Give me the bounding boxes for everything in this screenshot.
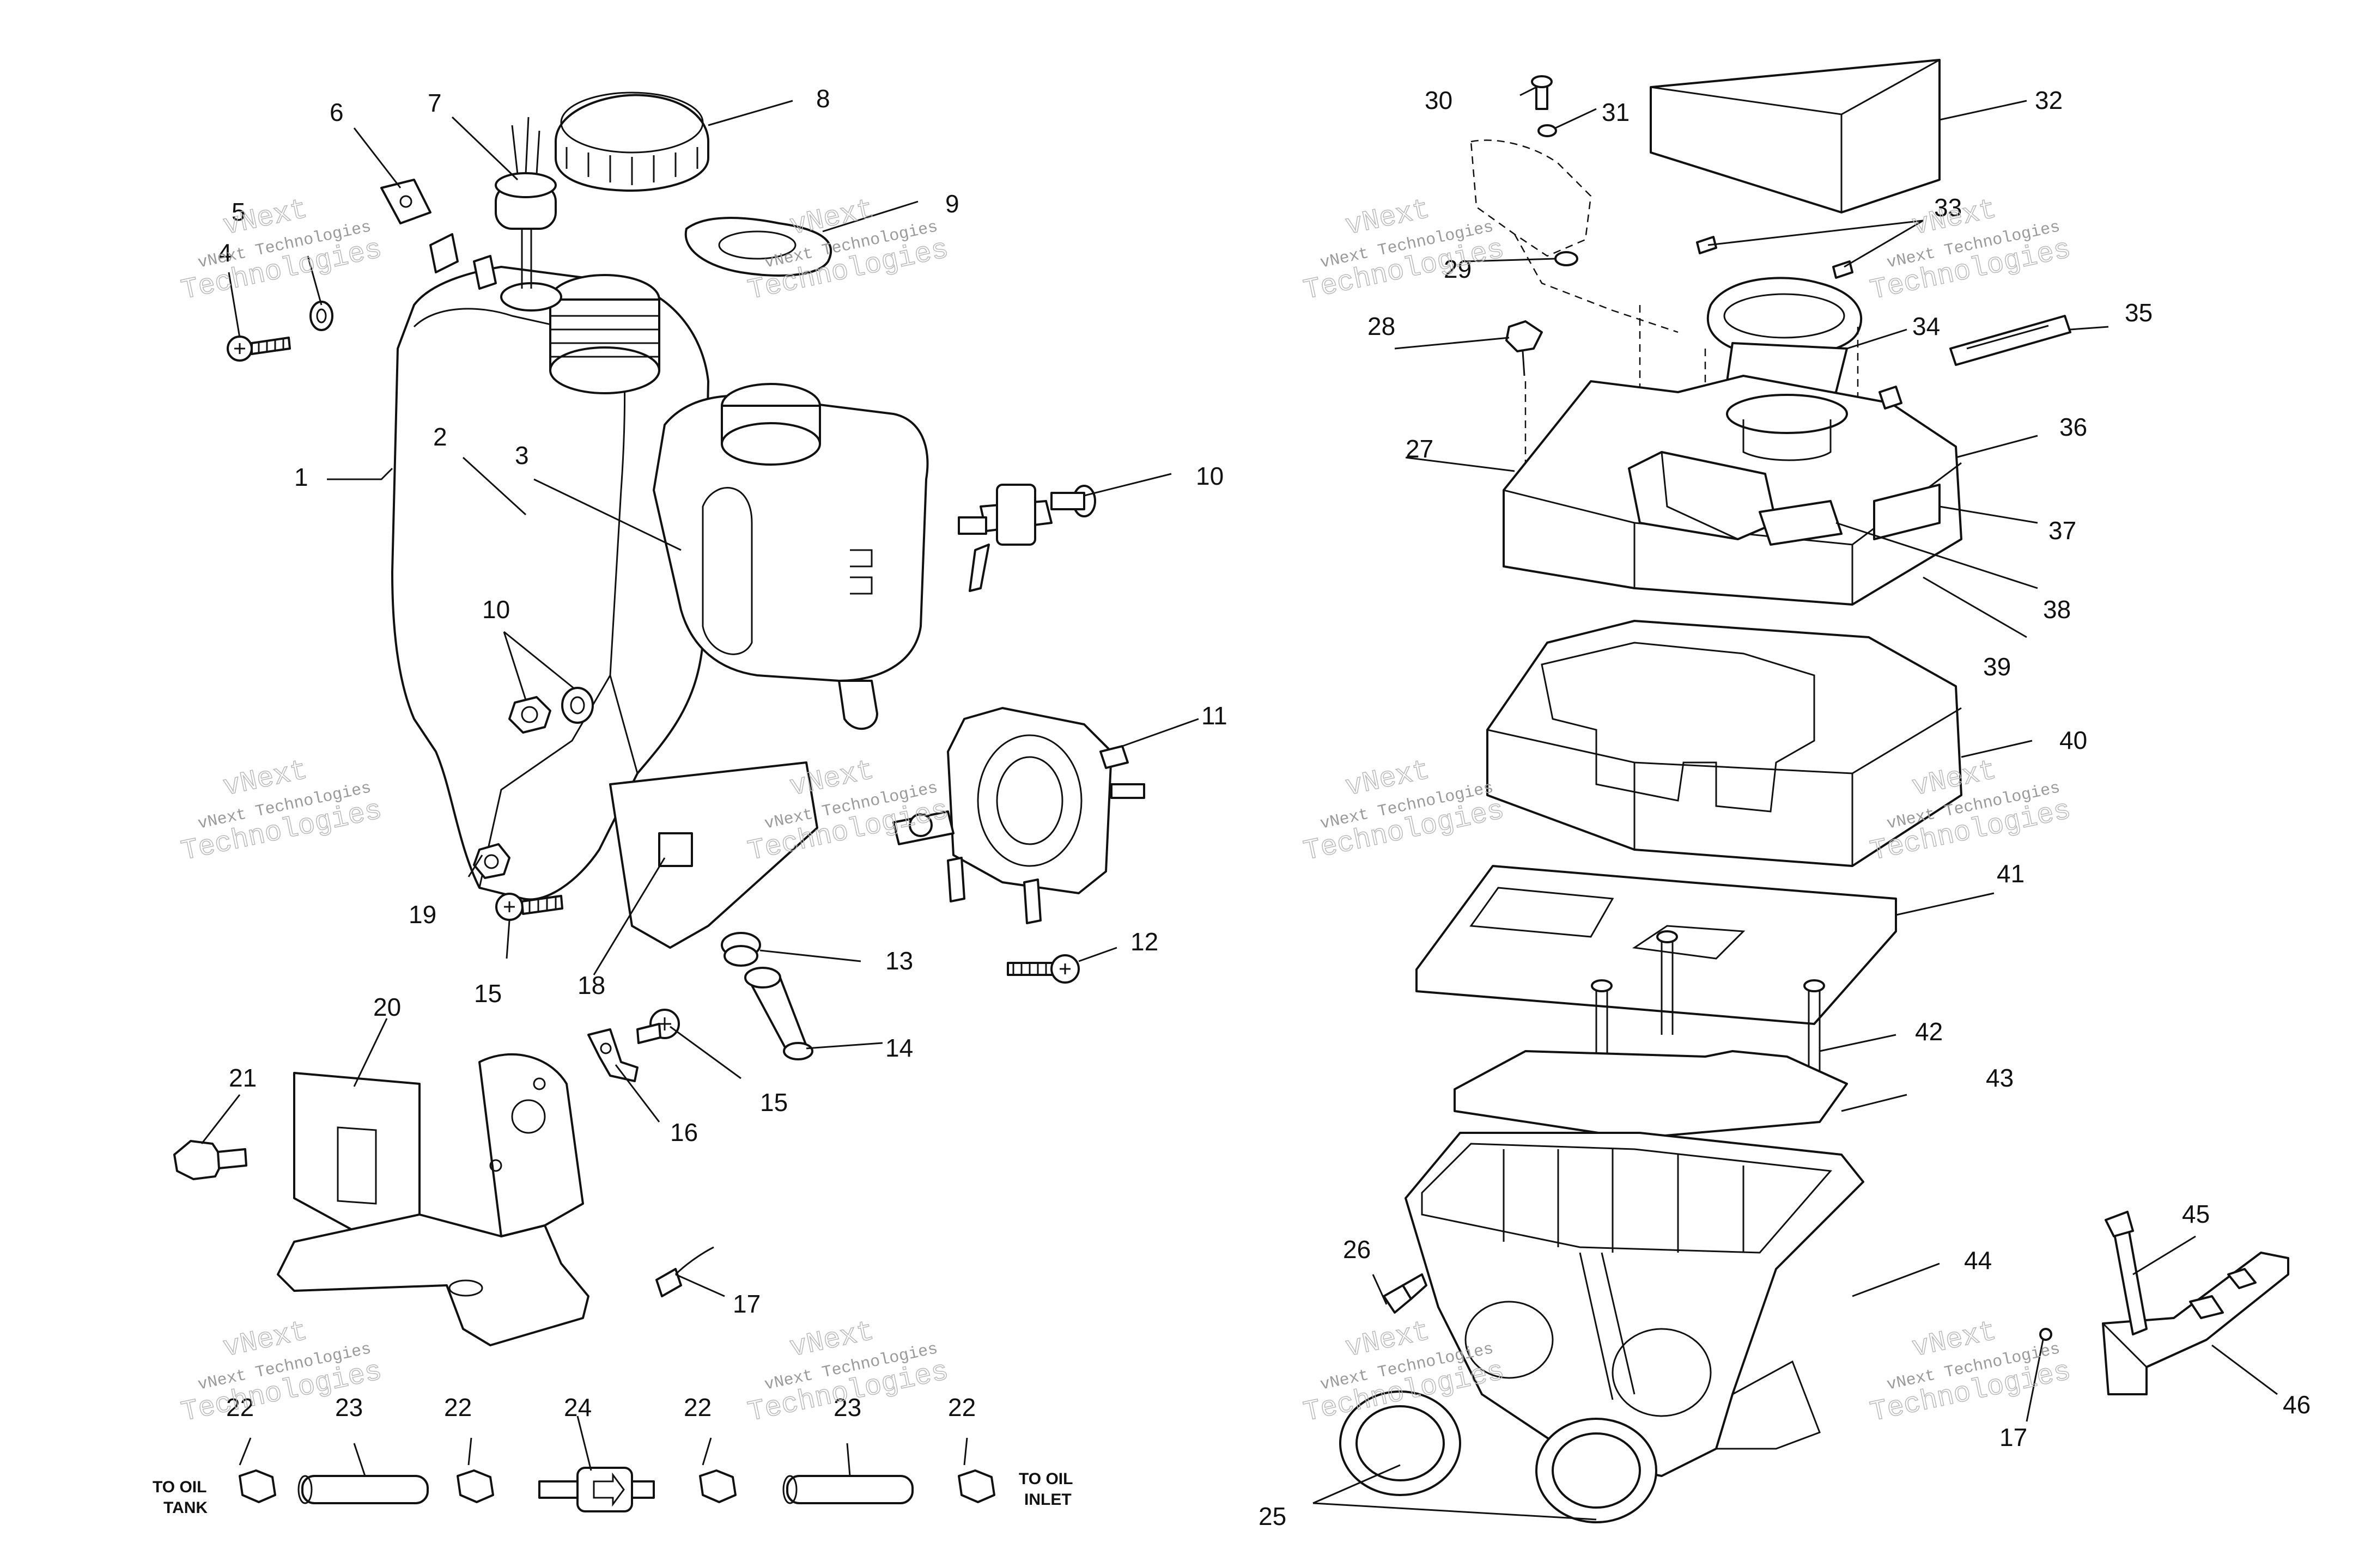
callout-9: 9: [945, 190, 959, 218]
mounting-bracket: [293, 1072, 421, 1232]
callout-20: 20: [373, 993, 401, 1021]
callout-22c: 22: [684, 1393, 712, 1421]
lower-air-box: [1405, 1132, 1864, 1477]
callout-23b: 23: [834, 1393, 861, 1421]
callout-42: 42: [1915, 1017, 1943, 1046]
oil-line-kit: [239, 1467, 995, 1512]
callout-14: 14: [885, 1034, 913, 1062]
callout-31: 31: [1602, 98, 1630, 126]
callout-34: 34: [1912, 312, 1940, 340]
callout-18: 18: [577, 971, 605, 999]
note-to-oil-inlet-1: TO OIL: [1019, 1470, 1073, 1488]
callout-3: 3: [515, 441, 529, 469]
note-to-oil-tank-1: TO OIL: [153, 1478, 206, 1496]
callout-33: 33: [1934, 193, 1962, 222]
intake-boot: [1706, 277, 1863, 357]
callout-13: 13: [885, 947, 913, 975]
callout-43: 43: [1986, 1064, 2014, 1092]
callout-8: 8: [816, 84, 830, 113]
callout-45: 45: [2182, 1200, 2210, 1228]
hose-notes: TO OIL TANK TO OIL INLET: [153, 1470, 1073, 1517]
air-box-housing: [1486, 620, 1962, 867]
callout-15a: 15: [474, 979, 502, 1008]
callout-6: 6: [330, 98, 344, 126]
callout-40: 40: [2059, 726, 2087, 754]
callout-16: 16: [670, 1118, 698, 1146]
callout-30: 30: [1425, 86, 1452, 114]
note-to-oil-inlet-2: INLET: [1024, 1491, 1072, 1509]
callout-15b: 15: [760, 1088, 788, 1116]
callout-41: 41: [1997, 859, 2025, 888]
filler-cap: [555, 94, 709, 192]
callout-17a: 17: [733, 1290, 761, 1318]
callout-44: 44: [1964, 1246, 1992, 1274]
callout-4: 4: [218, 239, 232, 267]
intake-rings: [1339, 1390, 1657, 1523]
callout-39: 39: [1983, 652, 2011, 681]
oil-pump: [947, 707, 1112, 894]
callout-5: 5: [232, 198, 246, 226]
callout-21: 21: [229, 1064, 257, 1092]
callout-27: 27: [1406, 435, 1433, 463]
callout-19: 19: [409, 900, 436, 929]
callout-23a: 23: [335, 1393, 363, 1421]
callout-10b: 10: [482, 595, 510, 624]
callout-35: 35: [2125, 298, 2153, 327]
callout-46: 46: [2283, 1390, 2311, 1419]
note-to-oil-tank-2: TANK: [163, 1499, 208, 1517]
callout-7: 7: [428, 89, 442, 117]
callout-29: 29: [1444, 255, 1472, 283]
callout-36: 36: [2059, 413, 2087, 441]
callout-22a: 22: [226, 1393, 254, 1421]
callout-1: 1: [294, 463, 308, 491]
callout-22d: 22: [948, 1393, 976, 1421]
air-filter-foam: [1650, 59, 1941, 213]
callout-32: 32: [2035, 86, 2063, 114]
oil-tank-assembly: [173, 91, 1145, 1512]
callout-12: 12: [1130, 928, 1158, 956]
air-box-assembly: [1339, 59, 2289, 1523]
callout-2: 2: [433, 423, 447, 451]
callout-11: 11: [1201, 701, 1227, 730]
leader-lines: [200, 86, 2278, 1521]
callout-37: 37: [2048, 516, 2076, 545]
callout-25: 25: [1259, 1502, 1286, 1530]
callout-26: 26: [1343, 1235, 1371, 1264]
callout-24: 24: [564, 1393, 592, 1421]
callout-17b: 17: [1999, 1423, 2027, 1451]
callout-labels: 1 2 3 4 5 6 7 8 9 10 10 11 12 13 14 15 1…: [218, 84, 2311, 1530]
callout-38: 38: [2043, 595, 2071, 624]
callout-10a: 10: [1196, 462, 1224, 490]
callout-28: 28: [1367, 312, 1395, 340]
air-box-gasket: [1415, 865, 1897, 1025]
callout-22b: 22: [444, 1393, 472, 1421]
